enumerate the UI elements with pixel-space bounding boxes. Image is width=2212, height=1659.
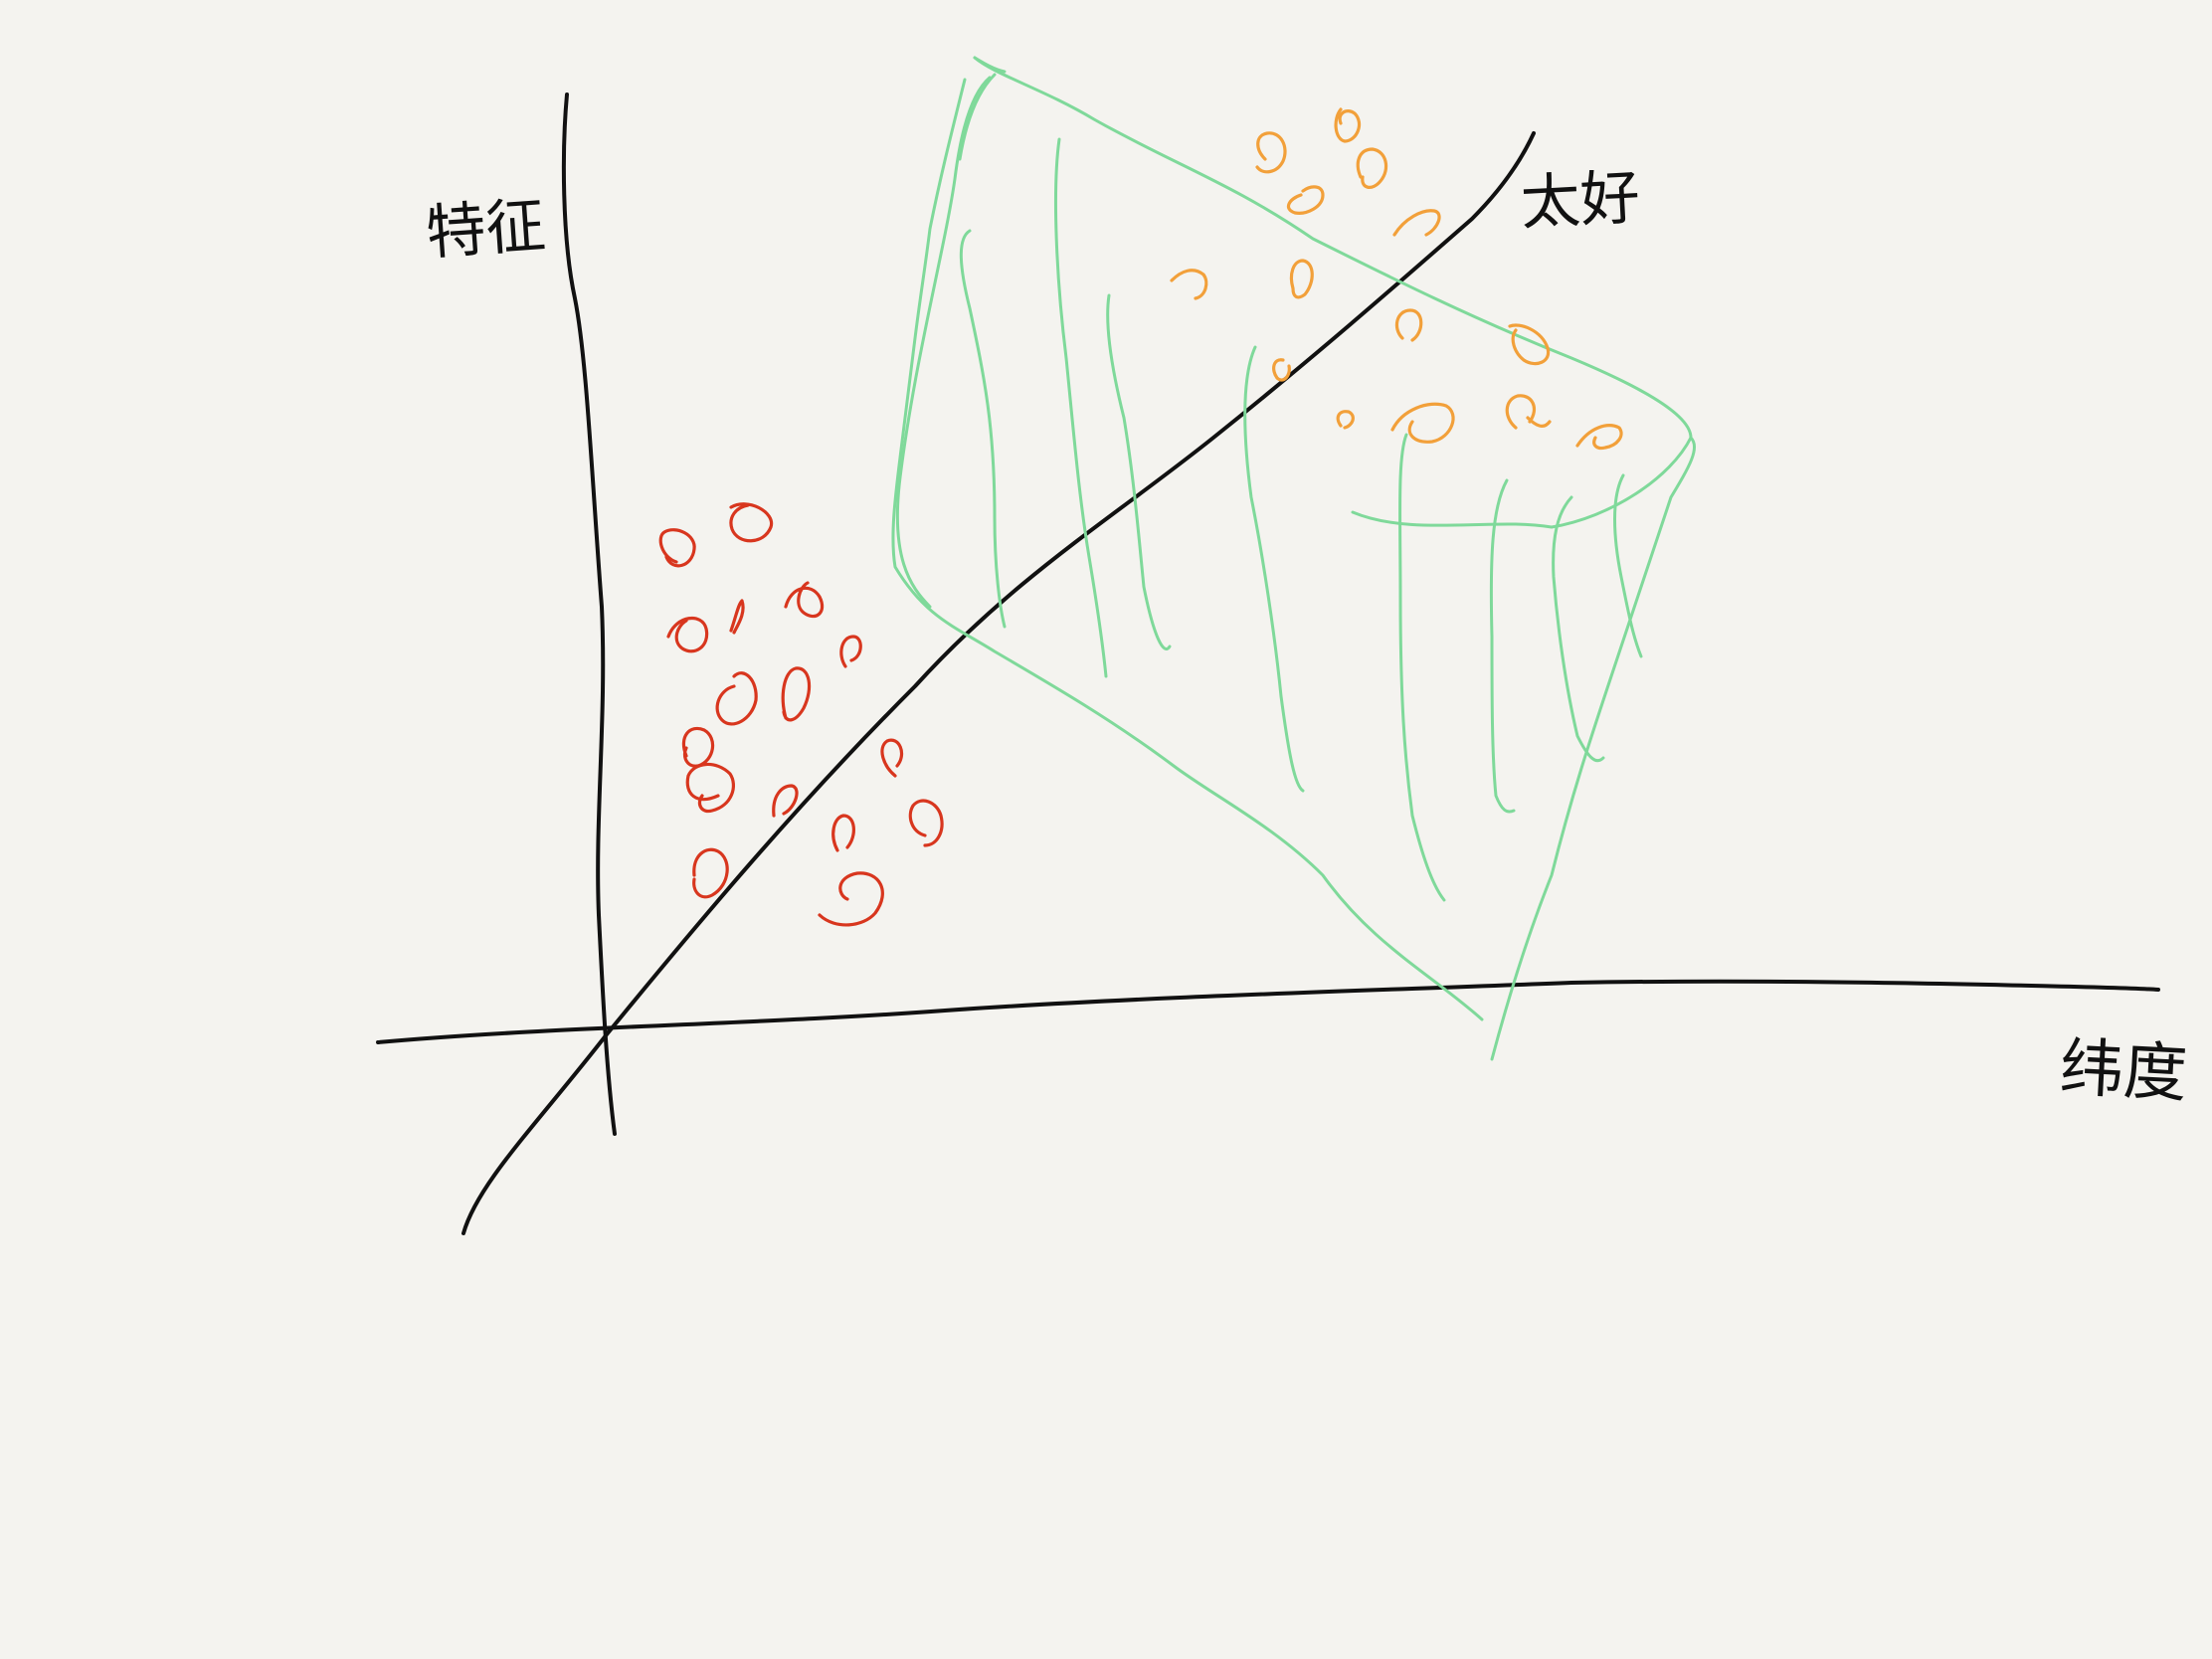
red-point	[781, 666, 812, 722]
region-outline	[891, 56, 1697, 1061]
red-point	[692, 847, 729, 899]
orange-point	[1392, 209, 1441, 237]
red-point	[685, 762, 735, 814]
orange-cluster	[1170, 107, 1623, 451]
hatch-stroke	[1489, 478, 1516, 814]
orange-point	[1255, 131, 1287, 174]
orange-point	[1286, 185, 1325, 215]
hatch-stroke	[895, 76, 992, 609]
y-axis	[561, 92, 617, 1136]
red-point	[772, 784, 799, 818]
red-point	[658, 528, 696, 568]
red-point	[666, 616, 709, 653]
orange-point	[1334, 107, 1361, 143]
red-point	[729, 502, 774, 543]
red-point	[880, 738, 903, 778]
orange-point	[1526, 416, 1552, 428]
hatch-stroke	[1552, 495, 1605, 763]
orange-point	[1575, 424, 1623, 451]
red-point	[729, 599, 745, 635]
highlight-region	[891, 56, 1697, 1061]
red-point	[681, 726, 715, 768]
x-axis-label: 纬度	[2058, 1031, 2189, 1112]
orange-point	[1272, 358, 1291, 382]
region-outline-top	[958, 56, 1007, 161]
red-point	[839, 635, 862, 668]
hatch-stroke	[1243, 345, 1305, 793]
y-axis-label: 特征	[424, 191, 548, 269]
red-point	[908, 799, 944, 847]
hatch-stroke	[1613, 473, 1643, 658]
orange-point	[1394, 308, 1423, 342]
line-label: 太好	[1519, 163, 1641, 239]
orange-point	[1289, 259, 1314, 299]
separating-line	[461, 131, 1536, 1235]
red-cluster	[658, 502, 944, 927]
red-point	[784, 581, 825, 619]
x-axis	[376, 979, 2160, 1044]
orange-point	[1356, 147, 1388, 189]
hatch-stroke	[1398, 433, 1446, 902]
hatch-stroke	[1053, 137, 1108, 678]
orange-point	[1508, 323, 1551, 366]
orange-point	[1336, 410, 1355, 430]
orange-point	[1170, 269, 1208, 300]
hatch-stroke	[1106, 293, 1172, 650]
red-point	[818, 871, 884, 927]
red-point	[715, 671, 758, 726]
orange-point	[1505, 394, 1536, 430]
orange-point	[1390, 402, 1455, 444]
red-point	[831, 814, 855, 852]
hatch-stroke	[959, 229, 1007, 629]
